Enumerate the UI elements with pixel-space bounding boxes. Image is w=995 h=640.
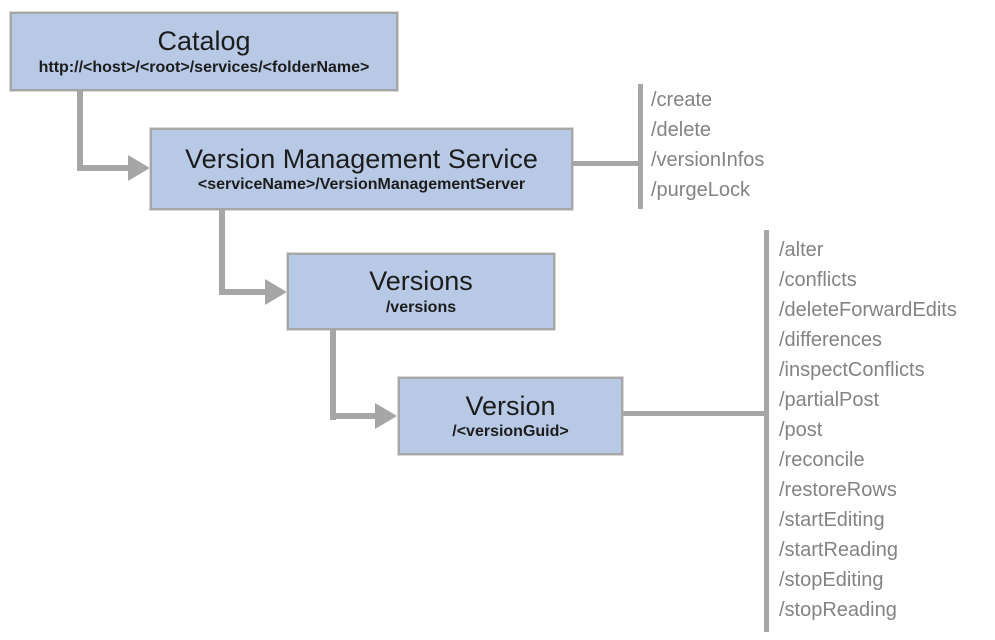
arrowhead-catalog-to-vms-icon <box>128 155 150 181</box>
operation-label: /deleteForwardEdits <box>779 299 957 321</box>
operation-label: /create <box>651 89 713 111</box>
node-version-management-service: Version Management Service <serviceName>… <box>150 128 573 210</box>
operation-label: /reconcile <box>779 449 865 471</box>
link-vms-to-operations <box>573 161 641 166</box>
node-version-title: Version <box>465 390 556 421</box>
version-operations-list: /alter /conflicts /deleteForwardEdits /d… <box>779 235 957 625</box>
connector-vms-to-versions-vertical <box>219 210 225 295</box>
arrowhead-vms-to-versions-icon <box>265 279 287 305</box>
connector-catalog-to-vms-vertical <box>77 91 83 171</box>
node-catalog: Catalog http://<host>/<root>/services/<f… <box>10 12 398 91</box>
node-version: Version /<versionGuid> <box>398 377 623 455</box>
operation-label: /versionInfos <box>651 149 765 171</box>
node-versions: Versions /versions <box>287 253 555 330</box>
operation-label: /conflicts <box>779 269 857 291</box>
node-vms-subtitle: <serviceName>/VersionManagementServer <box>197 176 526 194</box>
operation-label: /startEditing <box>779 509 885 531</box>
node-versions-title: Versions <box>369 266 473 297</box>
operation-label: /purgeLock <box>651 179 750 201</box>
operation-label: /stopReading <box>779 599 897 621</box>
connector-vms-to-versions-horizontal <box>219 289 266 295</box>
operation-label: /startReading <box>779 539 898 561</box>
operation-label: /post <box>779 419 823 441</box>
version-operations-bracket <box>764 230 769 632</box>
operation-label: /stopEditing <box>779 569 884 591</box>
operation-label: /restoreRows <box>779 479 897 501</box>
operation-label: /alter <box>779 239 824 261</box>
connector-versions-to-version-vertical <box>330 330 336 420</box>
node-versions-subtitle: /versions <box>385 298 457 316</box>
node-catalog-title: Catalog <box>157 26 251 57</box>
operation-label: /differences <box>779 329 883 351</box>
vms-operations-list: /create /delete /versionInfos /purgeLock <box>651 85 764 205</box>
node-catalog-subtitle: http://<host>/<root>/services/<folderNam… <box>38 58 370 76</box>
vms-operations-bracket <box>638 84 643 209</box>
arrowhead-versions-to-version-icon <box>375 403 397 429</box>
operation-label: /delete <box>651 119 712 141</box>
connector-catalog-to-vms-horizontal <box>77 165 129 171</box>
node-version-subtitle: /<versionGuid> <box>452 423 569 441</box>
connector-versions-to-version-horizontal <box>330 413 376 419</box>
operation-label: /inspectConflicts <box>779 359 925 381</box>
link-version-to-operations <box>623 411 766 416</box>
operation-label: /partialPost <box>779 389 880 411</box>
node-vms-title: Version Management Service <box>185 143 538 174</box>
